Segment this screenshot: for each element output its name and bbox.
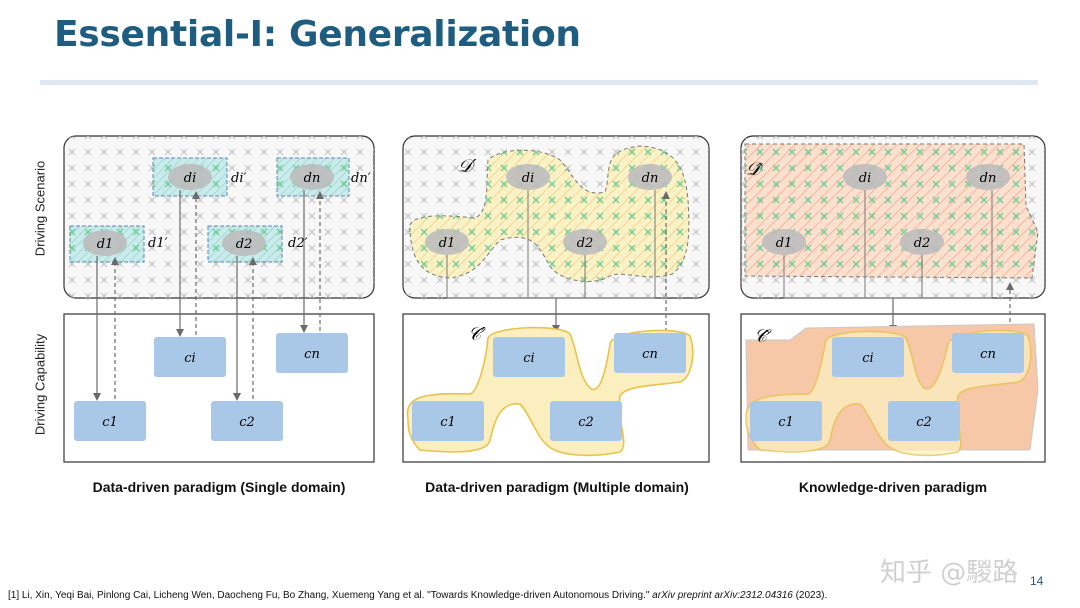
scenario-node-d1-p2 (425, 229, 469, 255)
reference-citation: [1] Li, Xin, Yeqi Bai, Pinlong Cai, Lich… (8, 590, 827, 601)
label-d2-prime: d2′ (288, 236, 308, 251)
scenario-node-d1 (83, 230, 127, 256)
caption-knowledge-driven: Knowledge-driven paradigm (798, 479, 988, 495)
label-di-prime: di′ (231, 171, 246, 186)
label-c2: c2 (239, 415, 255, 430)
capability-node-cn-p2 (614, 333, 686, 373)
capability-node-ci-p3 (832, 337, 904, 377)
svg-text:dn: dn (642, 171, 659, 186)
scenario-node-d1-p3 (762, 229, 806, 255)
svg-text:d1: d1 (776, 236, 793, 251)
capability-node-c1-p3 (750, 401, 822, 441)
reference-year: (2023). (795, 590, 828, 601)
capability-node-ci (154, 337, 226, 377)
panel-single-domain: d1 di d2 dn d1′ di′ d2′ dn′ c1 ci c2 cn (63, 135, 375, 463)
svg-text:cn: cn (642, 347, 658, 362)
label-dn-prime: dn′ (351, 171, 371, 186)
label-D-hat: 𝒟̂ (746, 159, 764, 180)
label-ci: ci (184, 351, 195, 366)
svg-text:ci: ci (862, 351, 873, 366)
title-underline (40, 80, 1038, 85)
label-d1: d1 (97, 237, 114, 252)
capability-node-ci-p2 (493, 337, 565, 377)
scenario-node-dn (290, 164, 334, 190)
svg-text:dn: dn (980, 171, 997, 186)
capability-node-cn-p3 (952, 333, 1024, 373)
scenario-node-dn-p2 (628, 164, 672, 190)
capability-node-c1-p2 (412, 401, 484, 441)
page-number: 14 (1030, 574, 1044, 588)
svg-text:d2: d2 (914, 236, 931, 251)
capability-node-cn (276, 333, 348, 373)
label-cn: cn (304, 347, 320, 362)
caption-multiple-domain: Data-driven paradigm (Multiple domain) (425, 479, 689, 495)
watermark: 知乎 @騣路 (880, 558, 1019, 588)
capability-node-c2-p3 (888, 401, 960, 441)
svg-text:cn: cn (980, 347, 996, 362)
panel-multiple-domain: 𝒟′ d1 di d2 dn 𝒞′ c1 ci c2 cn (402, 135, 710, 463)
capability-node-c2-p2 (550, 401, 622, 441)
label-D-prime: 𝒟′ (458, 156, 476, 177)
label-dn: dn (304, 171, 321, 186)
scenario-node-d2-p2 (563, 229, 607, 255)
label-di: di (184, 171, 196, 186)
svg-text:c2: c2 (578, 415, 594, 430)
svg-text:d1: d1 (439, 236, 456, 251)
label-C-prime: 𝒞′ (468, 324, 486, 345)
caption-single-domain: Data-driven paradigm (Single domain) (92, 479, 346, 495)
capability-node-c2 (211, 401, 283, 441)
svg-text:c1: c1 (440, 415, 456, 430)
scenario-node-di (168, 164, 212, 190)
label-c1: c1 (102, 415, 118, 430)
svg-text:di: di (859, 171, 871, 186)
scenario-node-d2-p3 (900, 229, 944, 255)
scenario-node-di-p2 (506, 164, 550, 190)
label-d1-prime: d1′ (148, 236, 168, 251)
scenario-node-dn-p3 (966, 164, 1010, 190)
svg-text:d2: d2 (577, 236, 594, 251)
svg-text:c2: c2 (916, 415, 932, 430)
capability-node-c1 (74, 401, 146, 441)
generalization-diagram: d1 di d2 dn d1′ di′ d2′ dn′ c1 ci c2 cn … (63, 135, 1046, 463)
reference-venue: arXiv preprint arXiv:2312.04316 (652, 590, 793, 601)
page-title: Essential-I: Generalization (54, 14, 581, 55)
panel-knowledge-driven: 𝒟̂ d1 di d2 dn 𝒞̂ c1 ci c2 cn (740, 135, 1046, 463)
svg-text:ci: ci (523, 351, 534, 366)
svg-text:c1: c1 (778, 415, 794, 430)
svg-text:di: di (522, 171, 534, 186)
label-d2: d2 (236, 237, 253, 252)
scenario-node-d2 (222, 230, 266, 256)
scenario-node-di-p3 (843, 164, 887, 190)
reference-text: [1] Li, Xin, Yeqi Bai, Pinlong Cai, Lich… (8, 590, 650, 601)
